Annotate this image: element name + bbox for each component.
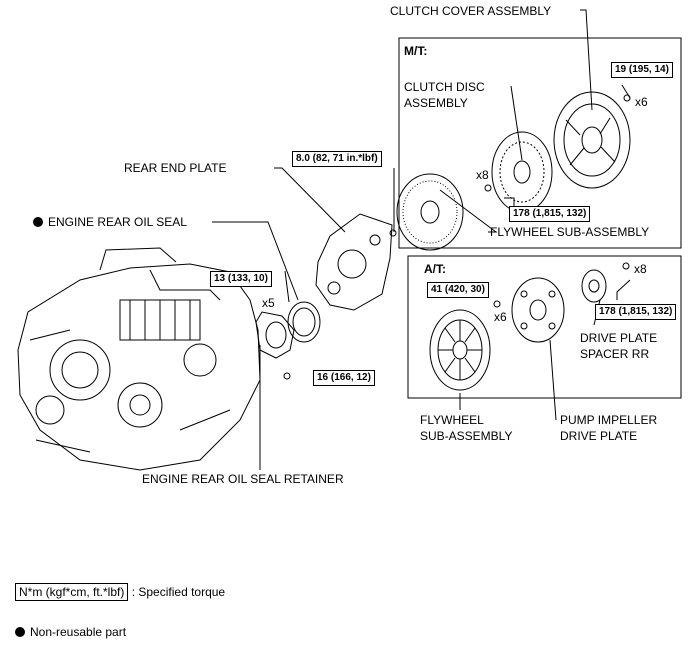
- engine-shape: [17, 247, 261, 471]
- torque-drive-plate: 178 (1,815, 132): [595, 304, 677, 320]
- torque-at-flywheel: 41 (420, 30): [427, 282, 489, 298]
- mt-frame: [398, 37, 682, 249]
- label-mt-header: M/T:: [404, 44, 428, 58]
- label-rear-end-plate: REAR END PLATE: [124, 161, 227, 175]
- torque-oil-seal-bolt: 13 (133, 10): [210, 271, 272, 287]
- count-flywheel-mt: x8: [476, 168, 489, 182]
- count-at-flywheel: x6: [494, 310, 507, 324]
- label-flywheel-at-line2: SUB-ASSEMBLY: [420, 429, 513, 443]
- at-frame: [407, 255, 682, 399]
- count-drive-plate: x8: [634, 262, 647, 276]
- legend-nonreusable-text: Non-reusable part: [30, 625, 127, 639]
- label-engine-rear-oil-seal-text: ENGINE REAR OIL SEAL: [48, 215, 187, 229]
- label-pump-impeller-line2: DRIVE PLATE: [560, 429, 638, 443]
- oil-seal-shape: [287, 301, 321, 343]
- clutch-cover-shape: [553, 91, 631, 189]
- legend-torque-desc: : Specified torque: [131, 585, 226, 599]
- label-at-header: A/T:: [424, 262, 446, 276]
- count-clutch-cover: x6: [635, 95, 648, 109]
- flywheel-mt-shape: [396, 173, 492, 251]
- torque-retainer-bolt: 16 (166, 12): [313, 370, 375, 386]
- torque-flywheel-mt: 178 (1,815, 132): [509, 206, 591, 222]
- count-oil-seal-bolt: x5: [262, 296, 275, 310]
- label-clutch-cover: CLUTCH COVER ASSEMBLY: [390, 4, 552, 18]
- legend-nonreusable: Non-reusable part: [15, 625, 126, 639]
- label-clutch-disc-line2: ASSEMBLY: [404, 96, 468, 110]
- oil-seal-retainer-shape: [255, 311, 295, 380]
- label-drive-plate-spacer-line2: SPACER RR: [580, 347, 650, 361]
- legend-torque-box: N*m (kgf*cm, ft.*lbf): [15, 583, 129, 601]
- torque-clutch-cover: 19 (195, 14): [611, 62, 673, 78]
- label-drive-plate-spacer-line1: DRIVE PLATE: [580, 331, 658, 345]
- label-engine-rear-oil-seal: ENGINE REAR OIL SEAL: [33, 215, 187, 229]
- label-oil-seal-retainer: ENGINE REAR OIL SEAL RETAINER: [142, 472, 344, 486]
- torque-rear-end-plate: 8.0 (82, 71 in.*lbf): [292, 151, 382, 167]
- drive-plate-shape: [511, 277, 565, 343]
- flywheel-at-shape: [429, 300, 501, 391]
- legend-nonreusable-icon: [15, 627, 25, 637]
- label-flywheel-mt: FLYWHEEL SUB-ASSEMBLY: [490, 225, 650, 239]
- drive-plate-spacer-shape: [581, 262, 630, 303]
- legend-torque: N*m (kgf*cm, ft.*lbf) : Specified torque: [15, 583, 226, 601]
- rear-end-plate-shape: [315, 213, 397, 311]
- label-flywheel-at-line1: FLYWHEEL: [420, 413, 484, 427]
- clutch-disc-shape: [491, 131, 553, 213]
- label-clutch-disc-line1: CLUTCH DISC: [404, 80, 485, 94]
- label-pump-impeller-line1: PUMP IMPELLER: [560, 413, 658, 427]
- nonreusable-marker-icon: [33, 217, 43, 227]
